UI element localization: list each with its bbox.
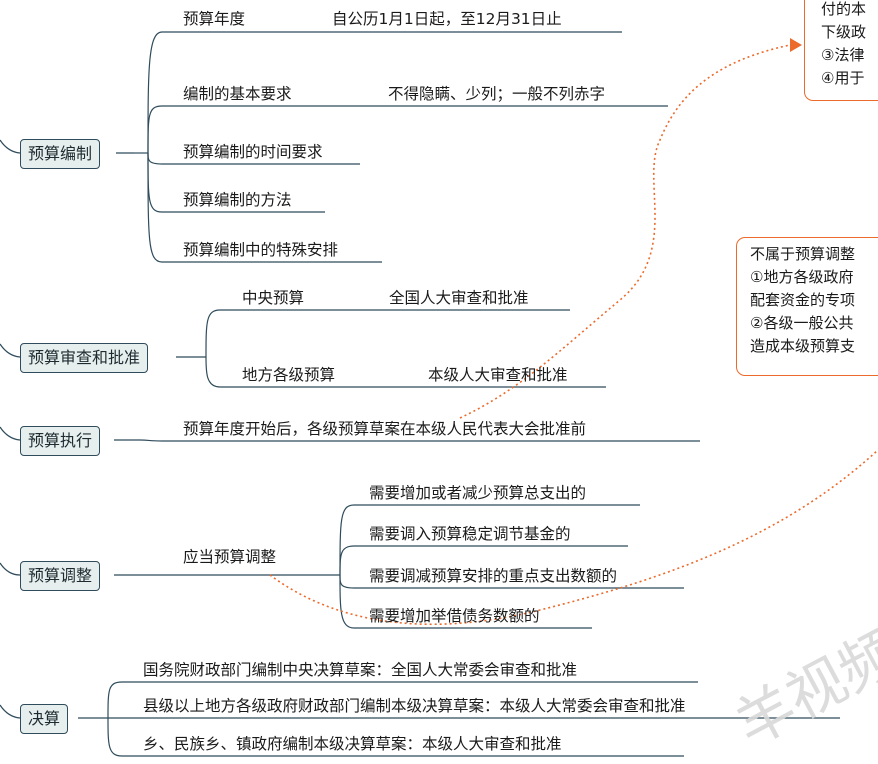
- item-local-budget-detail: 本级人大审查和批准: [428, 366, 568, 384]
- adjustment-case-total-expenditure: 需要增加或者减少预算总支出的: [369, 484, 587, 502]
- callout-box-top: 付的本 下级政 ③法律 ④用于: [804, 0, 878, 101]
- section-node-budget-execution: 预算执行: [20, 426, 101, 456]
- callout-mid-line-2: ①地方各级政府: [750, 268, 854, 286]
- callout-top-line-1: 付的本: [821, 0, 867, 18]
- callout-top-line-3: ③法律: [821, 46, 865, 64]
- callout-top-line-4: ④用于: [821, 69, 865, 87]
- item-special-arrangement: 预算编制中的特殊安排: [183, 241, 339, 259]
- section-node-budget-preparation: 预算编制: [20, 139, 101, 169]
- item-execution-before-approval: 预算年度开始后，各级预算草案在本级人民代表大会批准前: [183, 420, 587, 438]
- item-budget-year: 预算年度: [183, 10, 246, 28]
- adjustment-case-key-expenditure: 需要调减预算安排的重点支出数额的: [369, 567, 618, 585]
- item-local-budget: 地方各级预算: [242, 366, 336, 384]
- section-node-budget-adjustment: 预算调整: [20, 561, 101, 591]
- callout-mid-line-5: 造成本级预算支: [750, 337, 856, 355]
- callout-mid-line-4: ②各级一般公共: [750, 314, 854, 332]
- callout-mid-line-1: 不属于预算调整: [750, 245, 856, 263]
- callout-mid-line-3: 配套资金的专项: [750, 291, 856, 309]
- callout-box-not-adjustment: 不属于预算调整 ①地方各级政府 配套资金的专项 ②各级一般公共 造成本级预算支: [736, 237, 878, 376]
- adjustment-case-debt-amount: 需要增加举借债务数额的: [369, 607, 540, 625]
- final-account-county-above: 县级以上地方各级政府财政部门编制本级决算草案：本级人大常委会审查和批准: [143, 697, 686, 715]
- item-basic-requirement-detail: 不得隐瞒、少列；一般不列赤字: [388, 85, 606, 103]
- final-account-township: 乡、民族乡、镇政府编制本级决算草案：本级人大审查和批准: [143, 735, 562, 753]
- item-adjustment-required: 应当预算调整: [183, 548, 277, 566]
- item-central-budget-detail: 全国人大审查和批准: [389, 289, 529, 307]
- callout-top-line-2: 下级政: [821, 23, 867, 41]
- item-central-budget: 中央预算: [242, 289, 305, 307]
- section-node-final-accounts: 决算: [20, 704, 69, 734]
- item-preparation-method: 预算编制的方法: [183, 191, 292, 209]
- section-node-budget-review: 预算审查和批准: [20, 343, 149, 373]
- item-basic-requirement: 编制的基本要求: [183, 85, 292, 103]
- item-budget-year-detail: 自公历1月1日起，至12月31日止: [332, 10, 562, 28]
- final-account-central: 国务院财政部门编制中央决算草案：全国人大常委会审查和批准: [143, 661, 578, 679]
- item-time-requirement: 预算编制的时间要求: [183, 143, 323, 161]
- adjustment-case-stabilization-fund: 需要调入预算稳定调节基金的: [369, 525, 571, 543]
